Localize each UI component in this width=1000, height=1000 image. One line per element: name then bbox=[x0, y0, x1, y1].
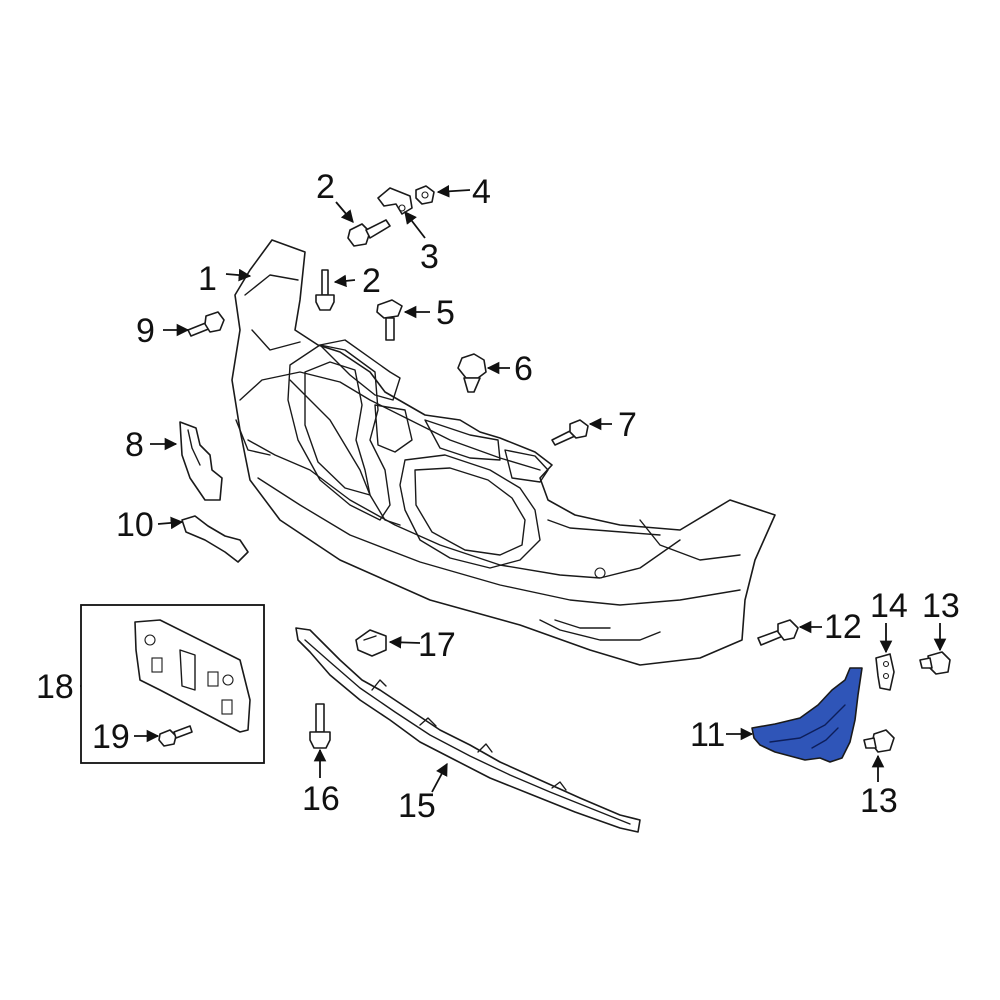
bolt-part-9 bbox=[187, 311, 225, 337]
callout-11: 11 bbox=[690, 716, 725, 754]
clip-part-13-lower bbox=[863, 729, 895, 753]
callout-9: 9 bbox=[136, 312, 155, 350]
callout-2-top: 2 bbox=[316, 168, 335, 206]
callout-14: 14 bbox=[870, 587, 908, 625]
bracket-part-10 bbox=[181, 515, 249, 563]
callout-16: 16 bbox=[302, 780, 340, 818]
clip-part-13-right bbox=[919, 651, 951, 675]
callout-10: 10 bbox=[116, 506, 154, 544]
callout-6: 6 bbox=[514, 350, 533, 388]
bracket-part-8 bbox=[179, 421, 223, 501]
license-bracket-part-18 bbox=[134, 619, 251, 733]
bracket-part-3 bbox=[377, 187, 413, 215]
bolt-part-2-vertical bbox=[315, 269, 335, 311]
callout-7: 7 bbox=[618, 406, 637, 444]
callout-8: 8 bbox=[125, 426, 144, 464]
nut-part-4 bbox=[415, 185, 435, 205]
bolt-part-7 bbox=[551, 419, 589, 446]
bracket-part-14 bbox=[875, 653, 895, 691]
callout-labels: 2 3 4 1 2 5 9 6 7 8 10 12 14 13 17 18 11… bbox=[36, 168, 960, 825]
callout-15: 15 bbox=[398, 787, 436, 825]
bolt-part-16 bbox=[309, 703, 331, 749]
callout-2-vertical: 2 bbox=[362, 262, 381, 300]
callout-17: 17 bbox=[418, 626, 456, 664]
license-bracket-box bbox=[80, 604, 265, 764]
absorber-part-15 bbox=[295, 627, 641, 833]
leader-arrows bbox=[80, 185, 947, 793]
callout-19: 19 bbox=[92, 718, 130, 756]
callout-12: 12 bbox=[824, 608, 862, 646]
clip-part-6 bbox=[457, 353, 487, 393]
bolt-part-5 bbox=[376, 299, 403, 341]
bumper-cover bbox=[231, 239, 776, 666]
clip-part-17 bbox=[355, 629, 387, 657]
callout-3: 3 bbox=[420, 238, 439, 276]
callout-4: 4 bbox=[472, 173, 491, 211]
bracket-part-11-highlighted bbox=[751, 667, 863, 763]
bolt-part-2-top bbox=[347, 219, 391, 247]
screw-part-19 bbox=[158, 725, 193, 747]
callout-13-top: 13 bbox=[922, 587, 960, 625]
callout-1: 1 bbox=[198, 260, 217, 298]
bolt-part-12 bbox=[757, 619, 799, 646]
callout-13-bottom: 13 bbox=[860, 782, 898, 820]
callout-18: 18 bbox=[36, 668, 74, 706]
callout-5: 5 bbox=[436, 294, 455, 332]
